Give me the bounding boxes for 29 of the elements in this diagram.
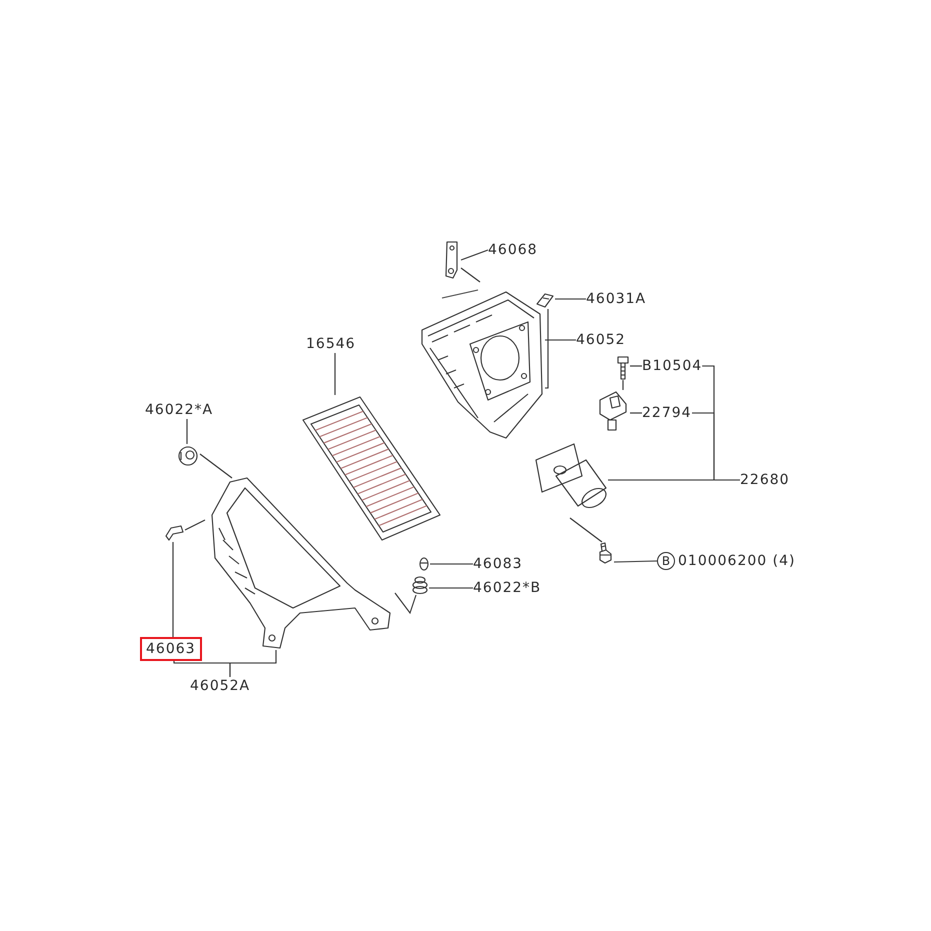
leader-line — [172, 542, 174, 637]
leader-line — [622, 380, 624, 390]
leader-line — [555, 298, 586, 300]
leader-line — [429, 587, 473, 589]
leader-line — [200, 454, 232, 478]
leader-line — [692, 412, 740, 481]
highlighted-part-number: 46063 — [140, 637, 202, 661]
leader-line — [184, 520, 206, 530]
leader-line — [430, 563, 473, 565]
leader-line — [614, 560, 658, 563]
leader-line — [186, 419, 188, 444]
cap-drawing — [418, 557, 430, 571]
leader-line — [630, 365, 642, 367]
leader-line — [545, 309, 549, 389]
leader-line — [545, 339, 576, 341]
leader-line — [460, 249, 488, 261]
leader-line — [630, 412, 642, 414]
bolt-drawing — [616, 355, 630, 380]
part-number: 010006200 (4) — [678, 552, 796, 570]
leader-line — [570, 518, 602, 542]
grommet-drawing — [176, 444, 200, 468]
air-filter-drawing — [300, 395, 442, 542]
clip-drawing — [535, 292, 555, 309]
leader-line — [334, 353, 336, 395]
grommet-drawing — [411, 576, 429, 595]
leader-line — [394, 592, 417, 614]
circled-letter: B — [657, 552, 675, 570]
leader-line — [173, 661, 231, 677]
leader-line — [460, 268, 480, 282]
